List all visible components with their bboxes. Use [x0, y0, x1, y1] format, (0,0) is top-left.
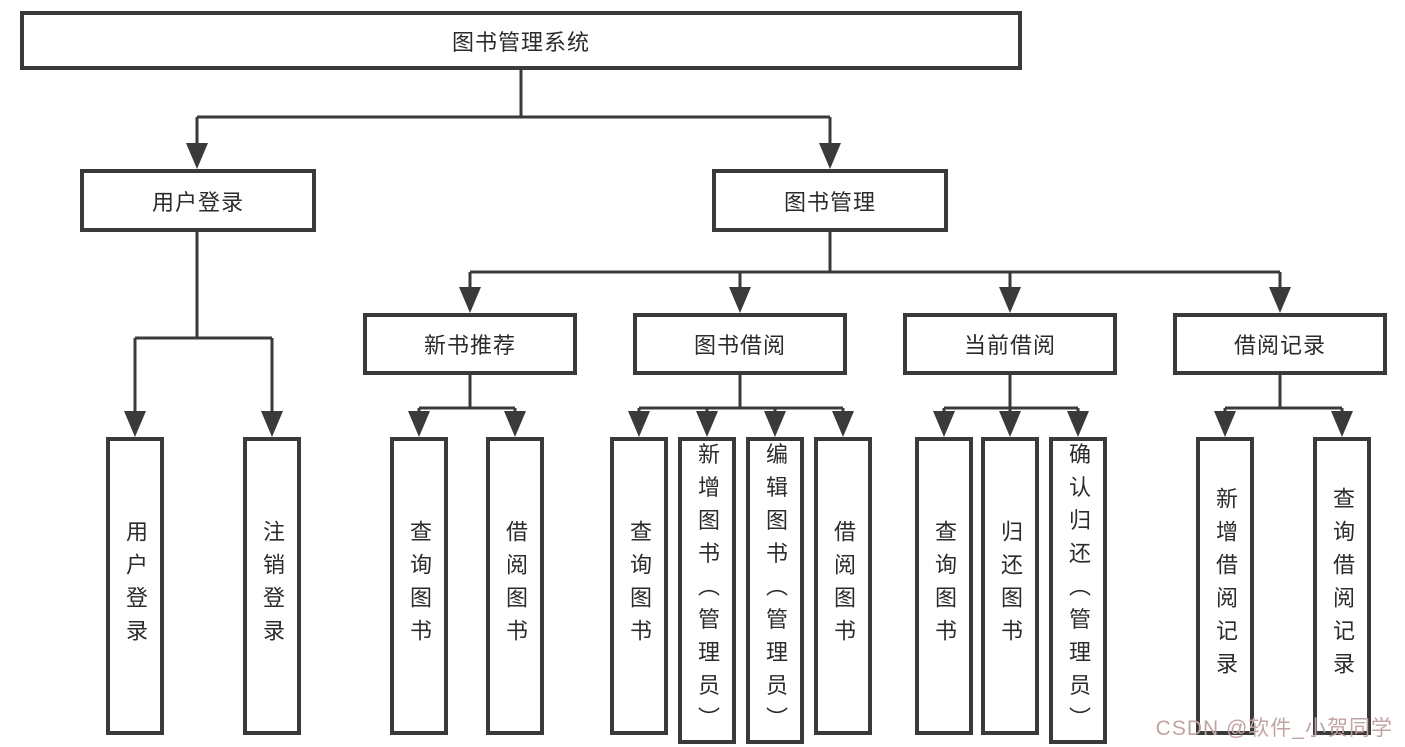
arrowhead-icon [504, 411, 526, 437]
leaf-logout: 注销登录 [243, 437, 301, 735]
node-book-management-label: 图书管理 [783, 189, 876, 215]
arrowhead-icon [186, 143, 208, 169]
leaf-newbook-borrow: 借阅图书 [486, 437, 544, 735]
leaf-user-login-label: 用户登录 [123, 520, 148, 652]
node-book-borrow: 图书借阅 [633, 313, 847, 375]
node-borrow-record-label: 借阅记录 [1233, 333, 1326, 358]
leaf-borrow-edit-admin-label: 编辑图书（管理员） [763, 442, 788, 739]
leaf-borrow-borrow: 借阅图书 [814, 437, 872, 735]
leaf-borrow-add-admin-label: 新增图书（管理员） [695, 442, 720, 739]
node-new-book-recommend-label: 新书推荐 [423, 333, 516, 358]
node-new-book-recommend: 新书推荐 [363, 313, 577, 375]
connector-root-split [195, 70, 832, 150]
leaf-current-query-label: 查询图书 [932, 520, 957, 652]
watermark: CSDN @软件_小贺同学 [1155, 717, 1393, 740]
node-system: 图书管理系统 [20, 11, 1022, 70]
arrowhead-icon [729, 287, 751, 313]
leaf-borrow-query-label: 查询图书 [627, 520, 652, 652]
leaf-record-add: 新增借阅记录 [1196, 437, 1254, 735]
arrowhead-icon [1331, 411, 1353, 437]
leaf-newbook-query: 查询图书 [390, 437, 448, 735]
leaf-current-confirm-admin-label: 确认归还（管理员） [1066, 442, 1091, 739]
arrowhead-icon [261, 411, 283, 437]
node-book-management: 图书管理 [712, 169, 948, 232]
connector-book-borrow-split [637, 375, 845, 420]
leaf-record-add-label: 新增借阅记录 [1213, 487, 1238, 685]
leaf-borrow-add-admin: 新增图书（管理员） [678, 437, 736, 744]
node-current-borrow: 当前借阅 [903, 313, 1117, 375]
leaf-current-query: 查询图书 [915, 437, 973, 735]
arrowhead-icon [408, 411, 430, 437]
arrowhead-icon [832, 411, 854, 437]
leaf-borrow-edit-admin: 编辑图书（管理员） [746, 437, 804, 744]
arrowhead-icon [1269, 287, 1291, 313]
arrowhead-icon [459, 287, 481, 313]
leaf-record-query-label: 查询借阅记录 [1330, 487, 1355, 685]
connector-user-login-split [133, 232, 274, 420]
arrowhead-icon [696, 411, 718, 437]
leaf-borrow-borrow-label: 借阅图书 [831, 520, 856, 652]
connector-new-book-split [417, 375, 517, 420]
leaf-current-return-label: 归还图书 [998, 520, 1023, 652]
arrowhead-icon [1067, 411, 1089, 437]
arrowhead-icon [933, 411, 955, 437]
leaf-current-return: 归还图书 [981, 437, 1039, 735]
node-book-borrow-label: 图书借阅 [693, 333, 786, 358]
node-user-login-label: 用户登录 [151, 189, 244, 215]
connector-book-management-split [468, 232, 1282, 295]
leaf-borrow-query: 查询图书 [610, 437, 668, 735]
node-borrow-record: 借阅记录 [1173, 313, 1387, 375]
connector-borrow-record-split [1223, 375, 1344, 420]
node-current-borrow-label: 当前借阅 [963, 333, 1056, 358]
leaf-newbook-query-label: 查询图书 [407, 520, 432, 652]
node-user-login: 用户登录 [80, 169, 316, 232]
arrowhead-icon [1214, 411, 1236, 437]
leaf-newbook-borrow-label: 借阅图书 [503, 520, 528, 652]
arrowhead-icon [819, 143, 841, 169]
leaf-logout-label: 注销登录 [260, 520, 285, 652]
node-system-label: 图书管理系统 [451, 29, 590, 55]
arrowhead-icon [628, 411, 650, 437]
arrowhead-icon [999, 411, 1021, 437]
arrowhead-icon [999, 287, 1021, 313]
arrowhead-icon [124, 411, 146, 437]
arrowhead-icon [764, 411, 786, 437]
leaf-current-confirm-admin: 确认归还（管理员） [1049, 437, 1107, 744]
leaf-record-query: 查询借阅记录 [1313, 437, 1371, 735]
leaf-user-login: 用户登录 [106, 437, 164, 735]
